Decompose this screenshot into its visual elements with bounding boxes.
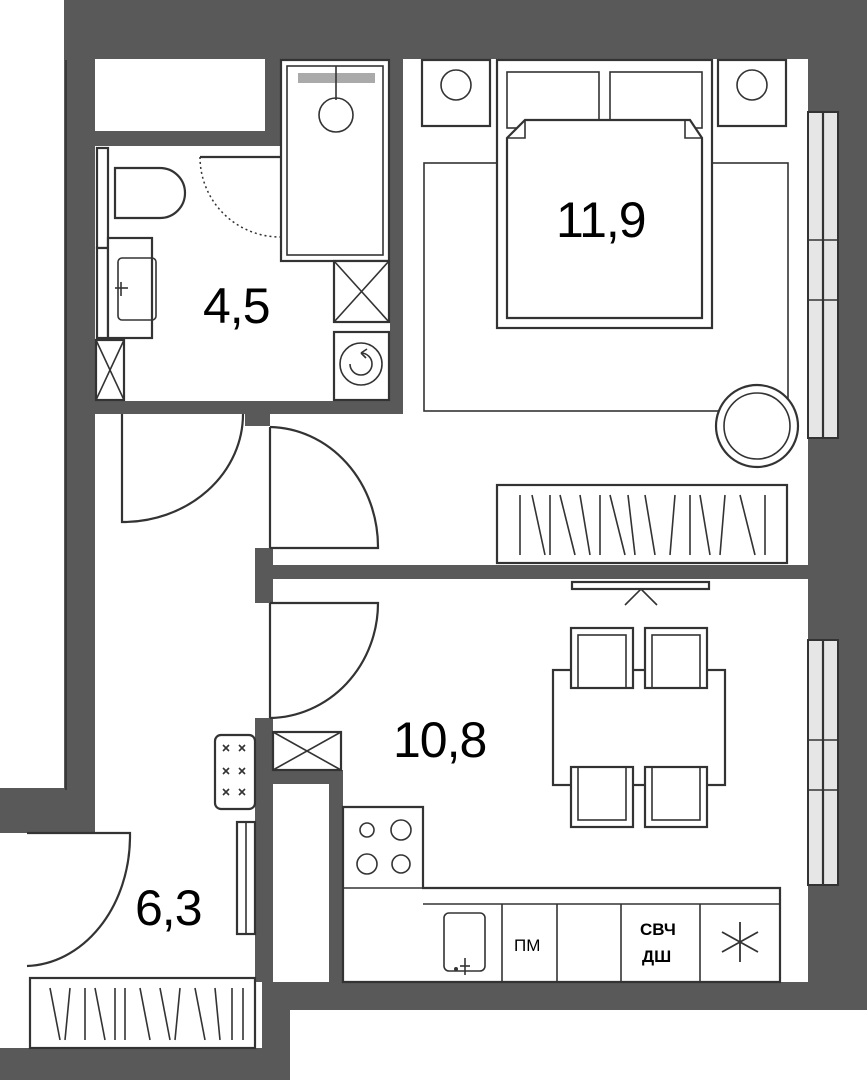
wall-kitchen-left (255, 718, 273, 982)
wall-corridor-post (265, 59, 280, 146)
toilet (95, 146, 187, 250)
hallway: 6,3 (26, 413, 257, 1050)
bathtub (279, 58, 391, 263)
storage-cabinet (332, 259, 391, 324)
appliance-label-microwave-line2: ДШ (642, 947, 671, 966)
area-label-bedroom: 11,9 (556, 192, 646, 248)
windows (65, 60, 839, 886)
nightstand-left (420, 58, 492, 128)
vent-shaft-bath (94, 338, 126, 402)
wall-left-stub (0, 815, 27, 833)
wardrobe-hallway (28, 976, 257, 1050)
wall-kitchen-shaft (262, 770, 339, 784)
bathroom-door-swing (199, 155, 281, 238)
area-label-hallway: 6,3 (135, 880, 202, 936)
dining-table (551, 626, 727, 829)
wardrobe-bedroom (495, 483, 789, 565)
wall-bottom-right-corner (808, 982, 867, 1010)
window-bedroom (807, 111, 839, 439)
kitchen-door (268, 601, 380, 720)
sink (95, 236, 157, 340)
chair-top-right (643, 626, 709, 690)
bedroom: 11,9 (268, 58, 800, 565)
entrance-door (26, 831, 132, 968)
wall-bottom (262, 982, 867, 1010)
chair-bottom-left (569, 765, 635, 829)
bedroom-door (268, 425, 380, 550)
nightstand-right (716, 58, 788, 128)
wall-left (64, 0, 95, 815)
wall-kitchen-shaft-right (329, 770, 343, 982)
hob (356, 819, 412, 875)
kitchen-sink (443, 912, 486, 975)
wall-panel (235, 820, 257, 936)
kitchen-counter: ПМ СВЧ ДШ (341, 805, 782, 984)
snowflake-icon (721, 922, 759, 962)
bathroom: 4,5 (94, 58, 391, 402)
chair-bottom-right (643, 765, 709, 829)
appliance-label-dishwasher: ПМ (514, 936, 540, 955)
kitchen-living: ПМ СВЧ ДШ 10,8 (268, 580, 782, 984)
tv (570, 580, 711, 606)
appliance-label-microwave-line1: СВЧ (640, 920, 676, 939)
chair-top-left (569, 626, 635, 690)
wall-corridor-top (95, 131, 280, 146)
round-chair (714, 383, 800, 469)
area-label-kitchen-living: 10,8 (393, 712, 486, 768)
area-label-bathroom: 4,5 (203, 278, 270, 334)
wall-hall-stub (245, 401, 270, 426)
wall-bedroom-kitchen (255, 565, 808, 579)
heater (213, 733, 257, 811)
bathroom-door (120, 413, 245, 524)
wall-bath-bedroom (390, 59, 403, 414)
washing-machine (332, 330, 391, 402)
outside-area (290, 1010, 867, 1080)
wall-bath-bottom-left (95, 401, 122, 414)
bed (495, 58, 714, 330)
vent-shaft-kitchen (271, 730, 343, 772)
window-kitchen (807, 639, 839, 886)
wall-bottom-pillar (262, 982, 290, 1080)
wall-top (64, 0, 867, 59)
wall-bottom-left (0, 1048, 290, 1080)
